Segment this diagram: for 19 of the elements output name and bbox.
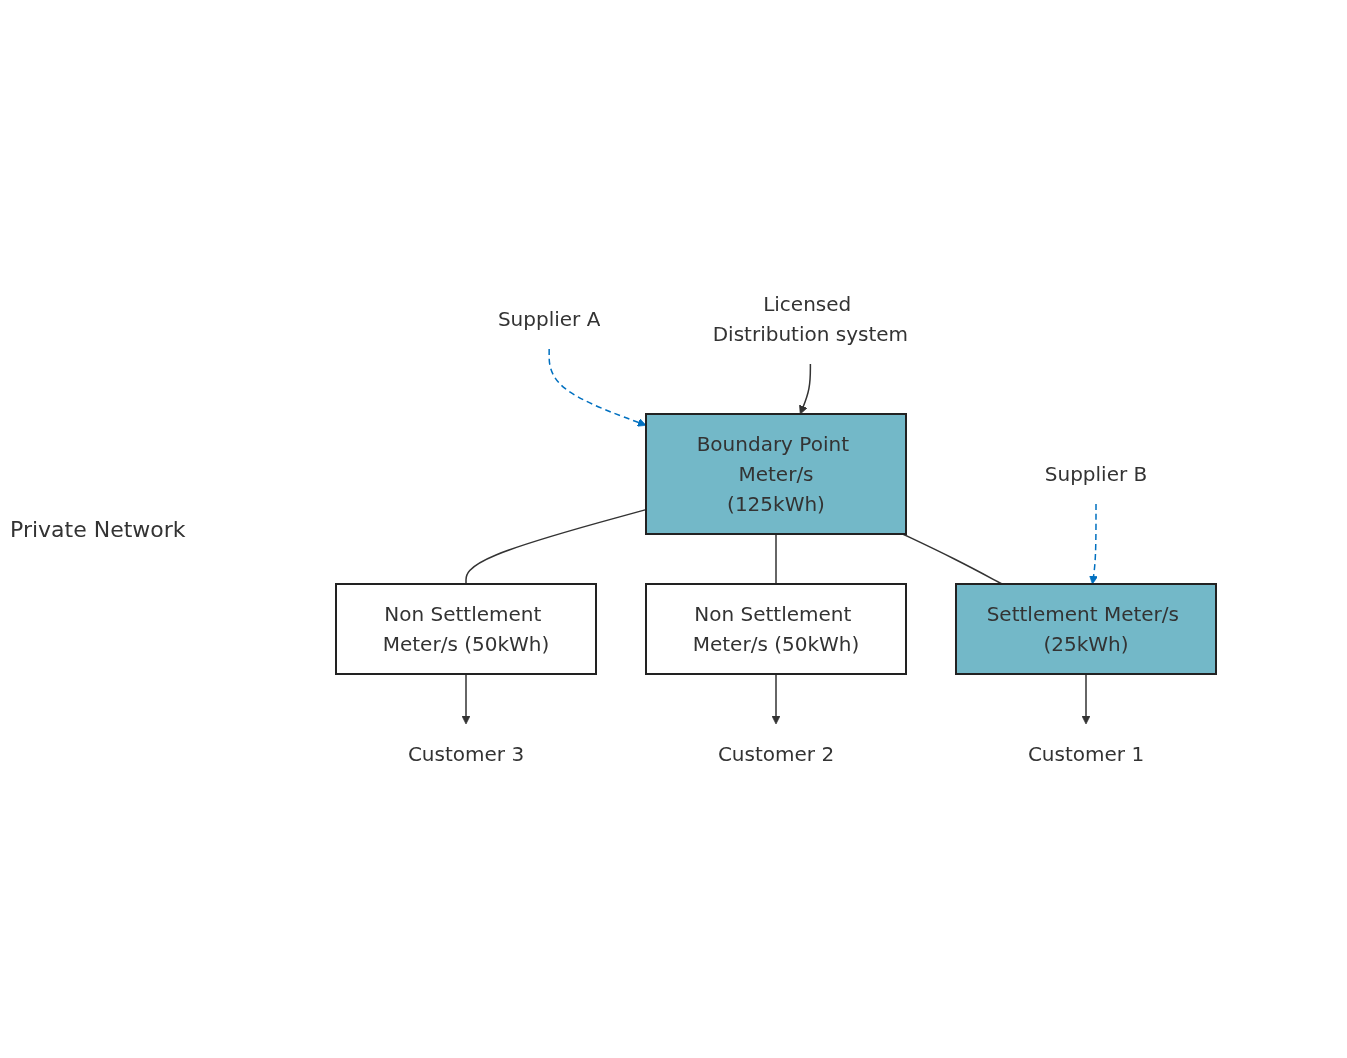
- connector: [775, 533, 778, 585]
- bracket-label: Private Network: [10, 516, 186, 542]
- arrow: [461, 673, 471, 725]
- connector: [902, 533, 1004, 585]
- arrow: [799, 363, 812, 415]
- arrow: [1089, 503, 1099, 585]
- arrow: [548, 348, 647, 427]
- arrow: [1081, 673, 1091, 725]
- node-box: Non Settlement Meter/s (50kWh): [335, 583, 598, 675]
- node-box: Boundary Point Meter/s (125kWh): [645, 413, 908, 535]
- node-text: Customer 1: [1028, 742, 1145, 766]
- node-text: Customer 3: [408, 742, 525, 766]
- arrow: [771, 673, 781, 725]
- node-box: Settlement Meter/s (25kWh): [955, 583, 1218, 675]
- node-text: Supplier A: [498, 307, 601, 331]
- node-text: Supplier B: [1045, 462, 1148, 486]
- node-box: Non Settlement Meter/s (50kWh): [645, 583, 908, 675]
- node-text: Customer 2: [718, 742, 835, 766]
- node-text: Licensed Distribution system: [712, 292, 909, 346]
